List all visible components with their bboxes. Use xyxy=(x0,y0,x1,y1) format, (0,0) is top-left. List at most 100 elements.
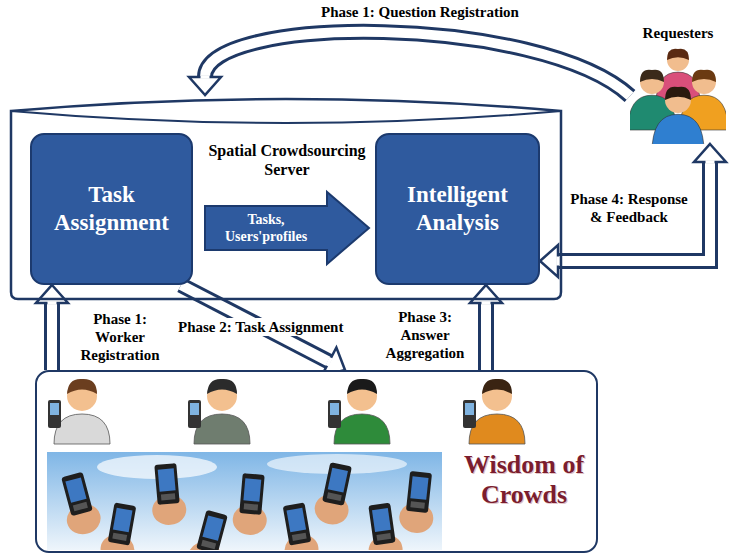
requester-figure xyxy=(652,87,704,144)
arrow-outline xyxy=(44,303,60,370)
phase-label: Phase 3: Answer Aggregation xyxy=(376,308,474,362)
arrow-label: Tasks, Users'profiles xyxy=(205,211,327,245)
illustration-part xyxy=(652,114,704,144)
illustration-part xyxy=(630,49,726,144)
worker-figure xyxy=(48,379,110,444)
arrow-outline xyxy=(558,162,710,261)
illustration-part xyxy=(190,403,199,415)
server-title: Spatial Crowdsourcing Server xyxy=(196,141,378,179)
box-label: Task Assignment xyxy=(40,181,183,237)
illustration-part xyxy=(154,463,179,505)
illustration-part xyxy=(148,463,187,527)
illustration-part xyxy=(47,452,442,550)
crowd-title: Wisdom of Crowds xyxy=(461,450,587,510)
arrow-join xyxy=(201,75,210,79)
illustration-part xyxy=(327,492,342,501)
illustration-part xyxy=(692,70,716,82)
illustration-part xyxy=(112,533,127,541)
illustration-part xyxy=(482,379,512,394)
illustration-part xyxy=(202,515,223,540)
illustration-part xyxy=(410,476,428,500)
illustration-part xyxy=(113,508,133,532)
illustration-part xyxy=(398,470,438,534)
illustration-part xyxy=(54,414,110,444)
box-label: Intelligent Analysis xyxy=(385,181,530,237)
illustration-part xyxy=(667,49,689,60)
actor-label: Requesters xyxy=(630,24,726,42)
worker-figure xyxy=(328,379,390,444)
illustration-part xyxy=(376,533,391,541)
text-group: Intelligent Analysis xyxy=(377,135,538,283)
illustration-part xyxy=(640,70,664,94)
requesters-icon: Requesters xyxy=(630,24,726,144)
illustration-part xyxy=(406,471,432,513)
illustration-part xyxy=(185,508,234,550)
text-group: Task Assignment xyxy=(32,135,191,283)
phase-label: Phase 1: Question Registration xyxy=(319,3,521,21)
flow-arrow xyxy=(189,32,630,96)
text-group: Requesters xyxy=(630,24,726,42)
arrow-head xyxy=(694,144,726,162)
flow-arrow xyxy=(205,192,369,264)
illustration-part xyxy=(463,400,476,428)
illustration-part xyxy=(410,501,425,508)
illustration-part xyxy=(151,493,187,526)
arrow-outline xyxy=(205,32,630,96)
illustration-part xyxy=(61,472,93,516)
illustration-part xyxy=(194,414,250,444)
arrow-join xyxy=(327,358,331,366)
illustration-part xyxy=(469,414,525,444)
illustration-part xyxy=(312,461,358,528)
server-outline xyxy=(11,99,561,299)
illustration-part xyxy=(347,379,377,394)
illustration-part xyxy=(239,473,264,515)
illustration-part xyxy=(692,70,716,94)
server-cylinder: Spatial Crowdsourcing ServerTask Assignm… xyxy=(10,95,562,300)
arrow-head xyxy=(36,285,68,303)
illustration-part xyxy=(665,87,691,113)
illustration-part xyxy=(207,379,237,394)
illustration-part xyxy=(328,400,341,428)
illustration-part xyxy=(55,470,104,538)
arrow-join xyxy=(556,257,560,266)
arrow-head xyxy=(189,77,221,95)
illustration-part xyxy=(161,493,175,500)
illustration-part xyxy=(372,508,391,532)
arrow-join xyxy=(706,160,715,164)
phase-label: Phase 1: Worker Registration xyxy=(68,310,172,364)
text-group: Spatial Crowdsourcing Server xyxy=(196,141,378,179)
arrow-head xyxy=(470,285,502,303)
illustration-part xyxy=(67,379,97,394)
illustration-part xyxy=(50,403,59,415)
illustration-part xyxy=(398,501,435,534)
illustration-part xyxy=(640,70,664,82)
crowd-panel: Wisdom of Crowds xyxy=(35,370,598,553)
illustration-part xyxy=(108,502,137,545)
illustration-part xyxy=(287,508,307,532)
worker-figure xyxy=(463,379,525,444)
illustration-part xyxy=(196,510,228,550)
block-arrow xyxy=(205,192,369,264)
illustration-part xyxy=(188,400,201,428)
illustration-part xyxy=(73,502,88,511)
arrow-fill xyxy=(47,303,57,370)
arrow-fill xyxy=(558,162,710,261)
hands-photo xyxy=(47,452,442,550)
flow-arrow xyxy=(540,144,726,277)
server-lid xyxy=(11,111,561,123)
arrow-join xyxy=(482,301,491,305)
arrow-join xyxy=(48,301,57,305)
arrow-outline xyxy=(478,303,494,370)
illustration-part xyxy=(231,473,270,537)
illustration-part xyxy=(362,502,404,550)
phase-label: Phase 4: Response & Feedback xyxy=(568,190,690,226)
process-box: Task Assignment xyxy=(30,133,193,285)
illustration-part xyxy=(98,501,142,550)
illustration-part xyxy=(244,503,258,510)
illustration-part xyxy=(158,468,176,491)
illustration-part xyxy=(201,540,216,549)
text-group: Wisdom of Crowds xyxy=(461,450,587,510)
illustration-part xyxy=(667,49,689,71)
illustration-part xyxy=(465,403,474,415)
illustration-part xyxy=(283,502,312,545)
